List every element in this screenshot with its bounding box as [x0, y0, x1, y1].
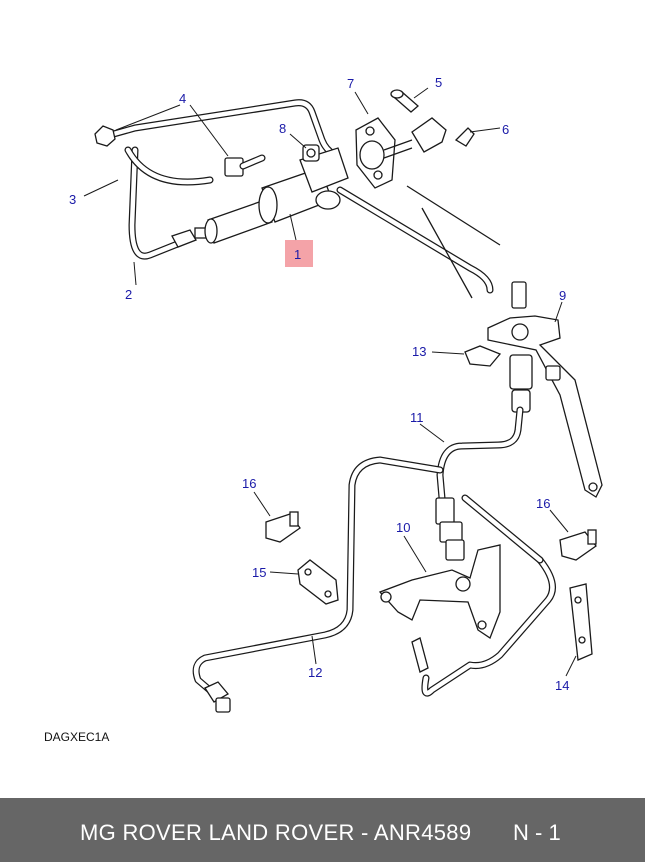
- callout-11: 11: [410, 410, 424, 425]
- callouts: 1 2 3 4 5 6 7 8 9 10 11 12 13 14 15 16 1…: [69, 75, 569, 693]
- footer-bar: MG ROVER LAND ROVER - ANR4589 N - 1: [0, 798, 645, 862]
- clutch-pipe-lower: [192, 456, 556, 713]
- callout-13: 13: [412, 344, 426, 359]
- clutch-master-cylinder: [204, 89, 501, 299]
- leader-lines: [83, 87, 577, 677]
- callout-6: 6: [502, 122, 509, 137]
- loose-parts: [265, 511, 597, 661]
- callout-10: 10: [396, 520, 410, 535]
- callout-3: 3: [69, 192, 76, 207]
- callout-16-right: 16: [536, 496, 550, 511]
- footer-title: MG ROVER LAND ROVER - ANR4589: [80, 820, 472, 845]
- mounting-bracket: [378, 544, 501, 639]
- clutch-hydraulics-diagram: 1 2 3 4 5 6 7 8 9 10 11 12 13 14 15 16 1…: [69, 75, 603, 713]
- highlight-box: [285, 240, 313, 267]
- bracket-and-hose: [435, 281, 603, 561]
- callout-12: 12: [308, 665, 322, 680]
- footer-page-number: N - 1: [513, 820, 561, 845]
- callout-1: 1: [294, 247, 301, 262]
- callout-5: 5: [435, 75, 442, 90]
- callout-8: 8: [279, 121, 286, 136]
- callout-4: 4: [179, 91, 186, 106]
- callout-2: 2: [125, 287, 132, 302]
- callout-9: 9: [559, 288, 566, 303]
- diagram-reference-code: DAGXEC1A: [44, 730, 110, 744]
- callout-15: 15: [252, 565, 266, 580]
- callout-7: 7: [347, 76, 354, 91]
- callout-14: 14: [555, 678, 569, 693]
- callout-16-left: 16: [242, 476, 256, 491]
